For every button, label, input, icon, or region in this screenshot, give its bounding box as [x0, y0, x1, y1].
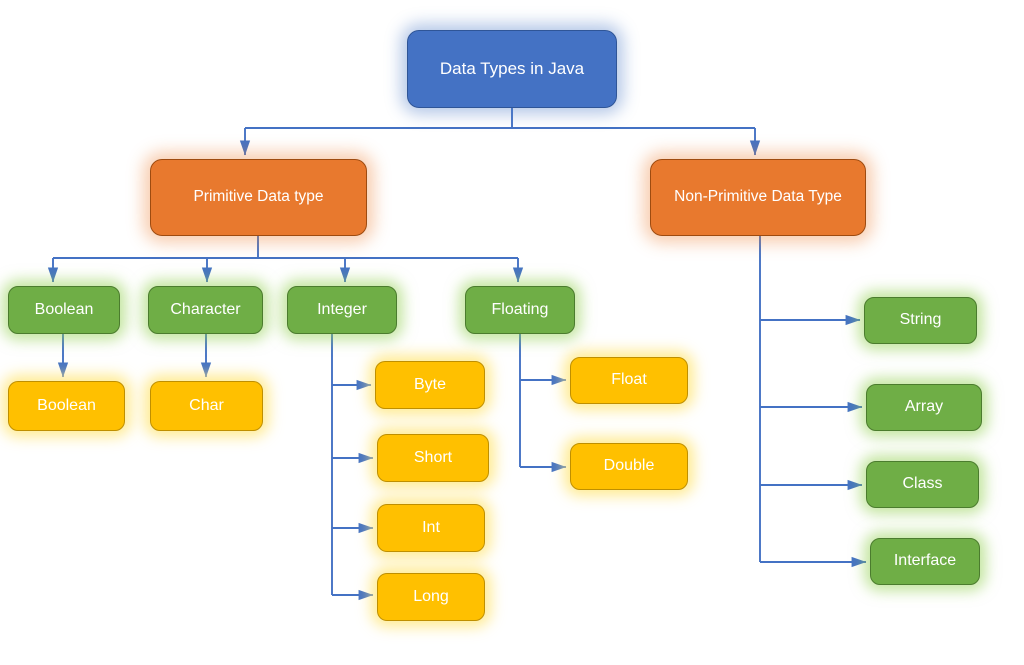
node-group-integer[interactable]: Integer [287, 286, 397, 334]
node-leaf-array[interactable]: Array [866, 384, 982, 431]
node-leaf-string[interactable]: String [864, 297, 977, 344]
node-leaf-float-label: Float [611, 371, 647, 389]
node-leaf-int-label: Int [422, 518, 440, 536]
node-group-boolean[interactable]: Boolean [8, 286, 120, 334]
node-group-character-label: Character [170, 300, 241, 318]
node-leaf-class[interactable]: Class [866, 461, 979, 508]
node-leaf-byte-label: Byte [413, 375, 446, 393]
node-group-floating-label: Floating [491, 300, 549, 318]
node-root-label: Data Types in Java [439, 58, 585, 78]
node-leaf-boolean[interactable]: Boolean [8, 381, 125, 431]
node-group-integer-label: Integer [317, 300, 367, 318]
node-root[interactable]: Data Types in Java [407, 30, 617, 108]
node-leaf-boolean-label: Boolean [37, 396, 96, 414]
node-leaf-array-label: Array [904, 398, 944, 416]
node-primitive-data-type-label: Primitive Data type [193, 188, 324, 206]
node-leaf-long[interactable]: Long [377, 573, 485, 621]
node-group-character[interactable]: Character [148, 286, 263, 334]
node-leaf-class-label: Class [902, 475, 943, 493]
node-leaf-short-label: Short [413, 448, 453, 466]
node-group-floating[interactable]: Floating [465, 286, 575, 334]
node-leaf-char[interactable]: Char [150, 381, 263, 431]
node-leaf-string-label: String [899, 311, 942, 329]
node-leaf-long-label: Long [413, 587, 449, 605]
node-leaf-byte[interactable]: Byte [375, 361, 485, 409]
node-leaf-float[interactable]: Float [570, 357, 688, 404]
node-leaf-double-label: Double [603, 457, 655, 475]
node-leaf-int[interactable]: Int [377, 504, 485, 552]
node-non-primitive-data-type[interactable]: Non-Primitive Data Type [650, 159, 866, 236]
node-leaf-interface[interactable]: Interface [870, 538, 980, 585]
node-leaf-char-label: Char [189, 396, 224, 414]
node-group-boolean-label: Boolean [34, 300, 94, 318]
node-non-primitive-data-type-label: Non-Primitive Data Type [674, 188, 842, 206]
node-leaf-short[interactable]: Short [377, 434, 489, 482]
node-primitive-data-type[interactable]: Primitive Data type [150, 159, 367, 236]
node-leaf-interface-label: Interface [893, 552, 957, 570]
node-leaf-double[interactable]: Double [570, 443, 688, 490]
